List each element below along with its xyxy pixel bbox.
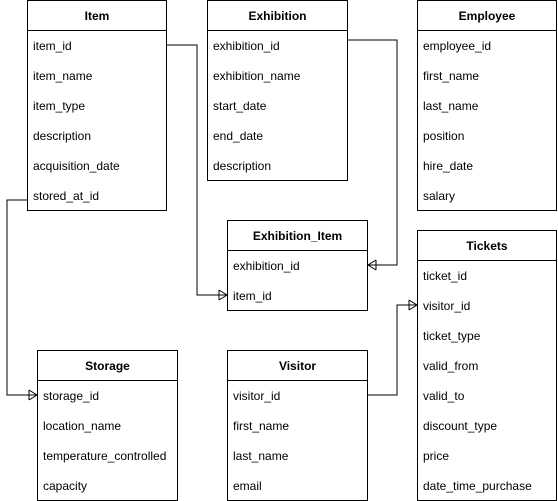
relationship-item-storage <box>6 199 37 396</box>
field-tickets-date-time-purchase: date_time_purchase <box>423 479 532 493</box>
field-visitor-last-name: last_name <box>233 449 289 463</box>
entity-title-exhibition: Exhibition <box>208 1 347 31</box>
field-storage-capacity: capacity <box>43 479 88 493</box>
field-tickets-ticket-id: ticket_id <box>423 269 468 283</box>
field-employee-salary: salary <box>423 189 456 203</box>
field-tickets-ticket-type: ticket_type <box>423 329 481 343</box>
field-list-employee: employee_id first_name last_name position hi… <box>418 31 556 211</box>
entity-title-tickets: Tickets <box>418 231 556 261</box>
field-item-description: description <box>33 129 92 143</box>
field-item-item-id: item_id <box>33 39 72 53</box>
field-exhibition-exhibition-name: exhibition_name <box>213 69 301 83</box>
crowfoot-tickets-visitor-id <box>408 299 418 311</box>
entity-storage[interactable]: Storage storage_id location_name temperatur… <box>37 350 178 501</box>
entity-title-visitor: Visitor <box>228 351 367 381</box>
field-employee-hire-date: hire_date <box>423 159 474 173</box>
crowfoot-exhibition-item-item-id <box>218 289 228 301</box>
field-storage-location-name: location_name <box>43 419 122 433</box>
field-exhibition-start-date: start_date <box>213 99 267 113</box>
field-exhibition-exhibition-id: exhibition_id <box>213 39 280 53</box>
field-visitor-visitor-id: visitor_id <box>233 389 281 403</box>
field-tickets-valid-to: valid_to <box>423 389 465 403</box>
entity-item[interactable]: Item item_id item_name item_type description… <box>27 0 167 211</box>
field-list-storage: storage_id location_name temperature_contr… <box>38 381 177 501</box>
entity-exhibition-item[interactable]: Exhibition_Item exhibition_id item_id <box>227 220 368 311</box>
field-list-item: item_id item_name item_type description acqu… <box>28 31 166 211</box>
field-exhibition-description: description <box>213 159 272 173</box>
field-tickets-price: price <box>423 449 450 463</box>
field-storage-storage-id: storage_id <box>43 389 100 403</box>
field-item-acquisition-date: acquisition_date <box>33 159 120 173</box>
field-employee-position: position <box>423 129 465 143</box>
entity-title-employee: Employee <box>418 1 556 31</box>
field-item-item-type: item_type <box>33 99 86 113</box>
field-list-exhibition-item: exhibition_id item_id <box>228 251 367 311</box>
field-item-stored-at-id: stored_at_id <box>33 189 100 203</box>
field-exhibition-item-exhibition-id: exhibition_id <box>233 259 300 273</box>
field-visitor-first-name: first_name <box>233 419 290 433</box>
entity-title-exhibition-item: Exhibition_Item <box>228 221 367 251</box>
field-exhibition-item-item-id: item_id <box>233 289 272 303</box>
entity-title-storage: Storage <box>38 351 177 381</box>
field-visitor-email: email <box>233 479 262 493</box>
field-employee-employee-id: employee_id <box>423 39 492 53</box>
field-tickets-visitor-id: visitor_id <box>423 299 471 313</box>
relationship-visitor-tickets <box>368 304 417 396</box>
field-tickets-discount-type: discount_type <box>423 419 498 433</box>
field-list-tickets: ticket_id visitor_id ticket_type valid_from… <box>418 261 556 501</box>
crowfoot-exhibition-item-exhibition-id <box>367 259 377 271</box>
field-tickets-valid-from: valid_from <box>423 359 479 373</box>
entity-title-item: Item <box>28 1 166 31</box>
field-employee-first-name: first_name <box>423 69 480 83</box>
field-employee-last-name: last_name <box>423 99 479 113</box>
field-item-item-name: item_name <box>33 69 93 83</box>
crowfoot-storage-storage-id <box>28 389 38 401</box>
field-exhibition-end-date: end_date <box>213 129 264 143</box>
field-storage-temperature-controlled: temperature_controlled <box>43 449 167 463</box>
